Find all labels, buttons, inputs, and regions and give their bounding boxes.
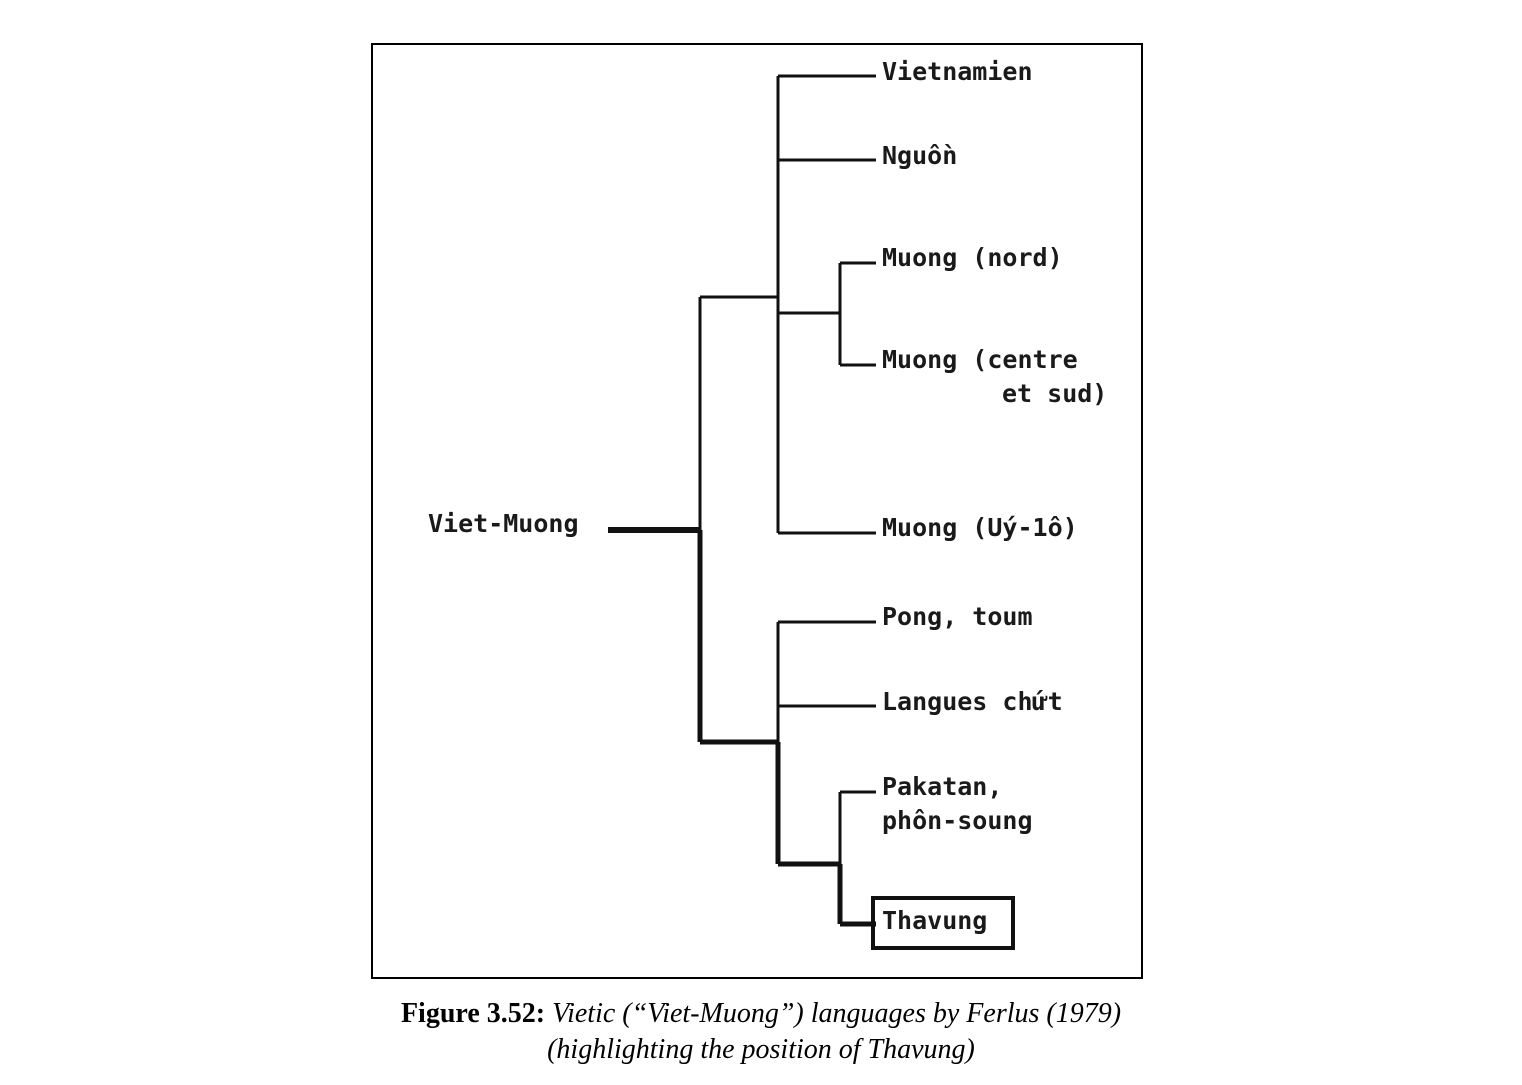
figure-caption-text: Vietic (“Viet-Muong”) languages by Ferlu…	[552, 998, 1122, 1029]
leaf-label-nguon: Nguồn	[882, 141, 957, 170]
leaf-label-muong-centre-line1: Muong (centre	[882, 345, 1078, 374]
leaf-label-muong-centre-line2: et sud)	[1002, 379, 1107, 408]
leaf-label-pakatan-line1: Pakatan,	[882, 772, 1002, 801]
leaf-label-muong-uy-lo: Muong (Uý-1ô)	[882, 513, 1078, 542]
thavung-highlight-box	[871, 896, 1015, 950]
leaf-label-langues-chut: Langues chứt	[882, 687, 1063, 716]
leaf-label-pong-toum: Pong, toum	[882, 602, 1033, 631]
figure-number: Figure 3.52:	[400, 998, 546, 1029]
leaf-label-thavung: Thavung	[882, 906, 987, 935]
root-label: Viet-Muong	[428, 509, 579, 538]
leaf-label-pakatan-line2: phôn-soung	[882, 806, 1033, 835]
figure-caption-text-line2: (highlighting the position of Thavung)	[547, 1034, 975, 1065]
figure-frame	[371, 43, 1143, 979]
figure-caption: Figure 3.52: Vietic (“Viet-Muong”) langu…	[0, 996, 1522, 1068]
leaf-label-muong-nord: Muong (nord)	[882, 243, 1063, 272]
leaf-label-vietnamien: Vietnamien	[882, 57, 1033, 86]
